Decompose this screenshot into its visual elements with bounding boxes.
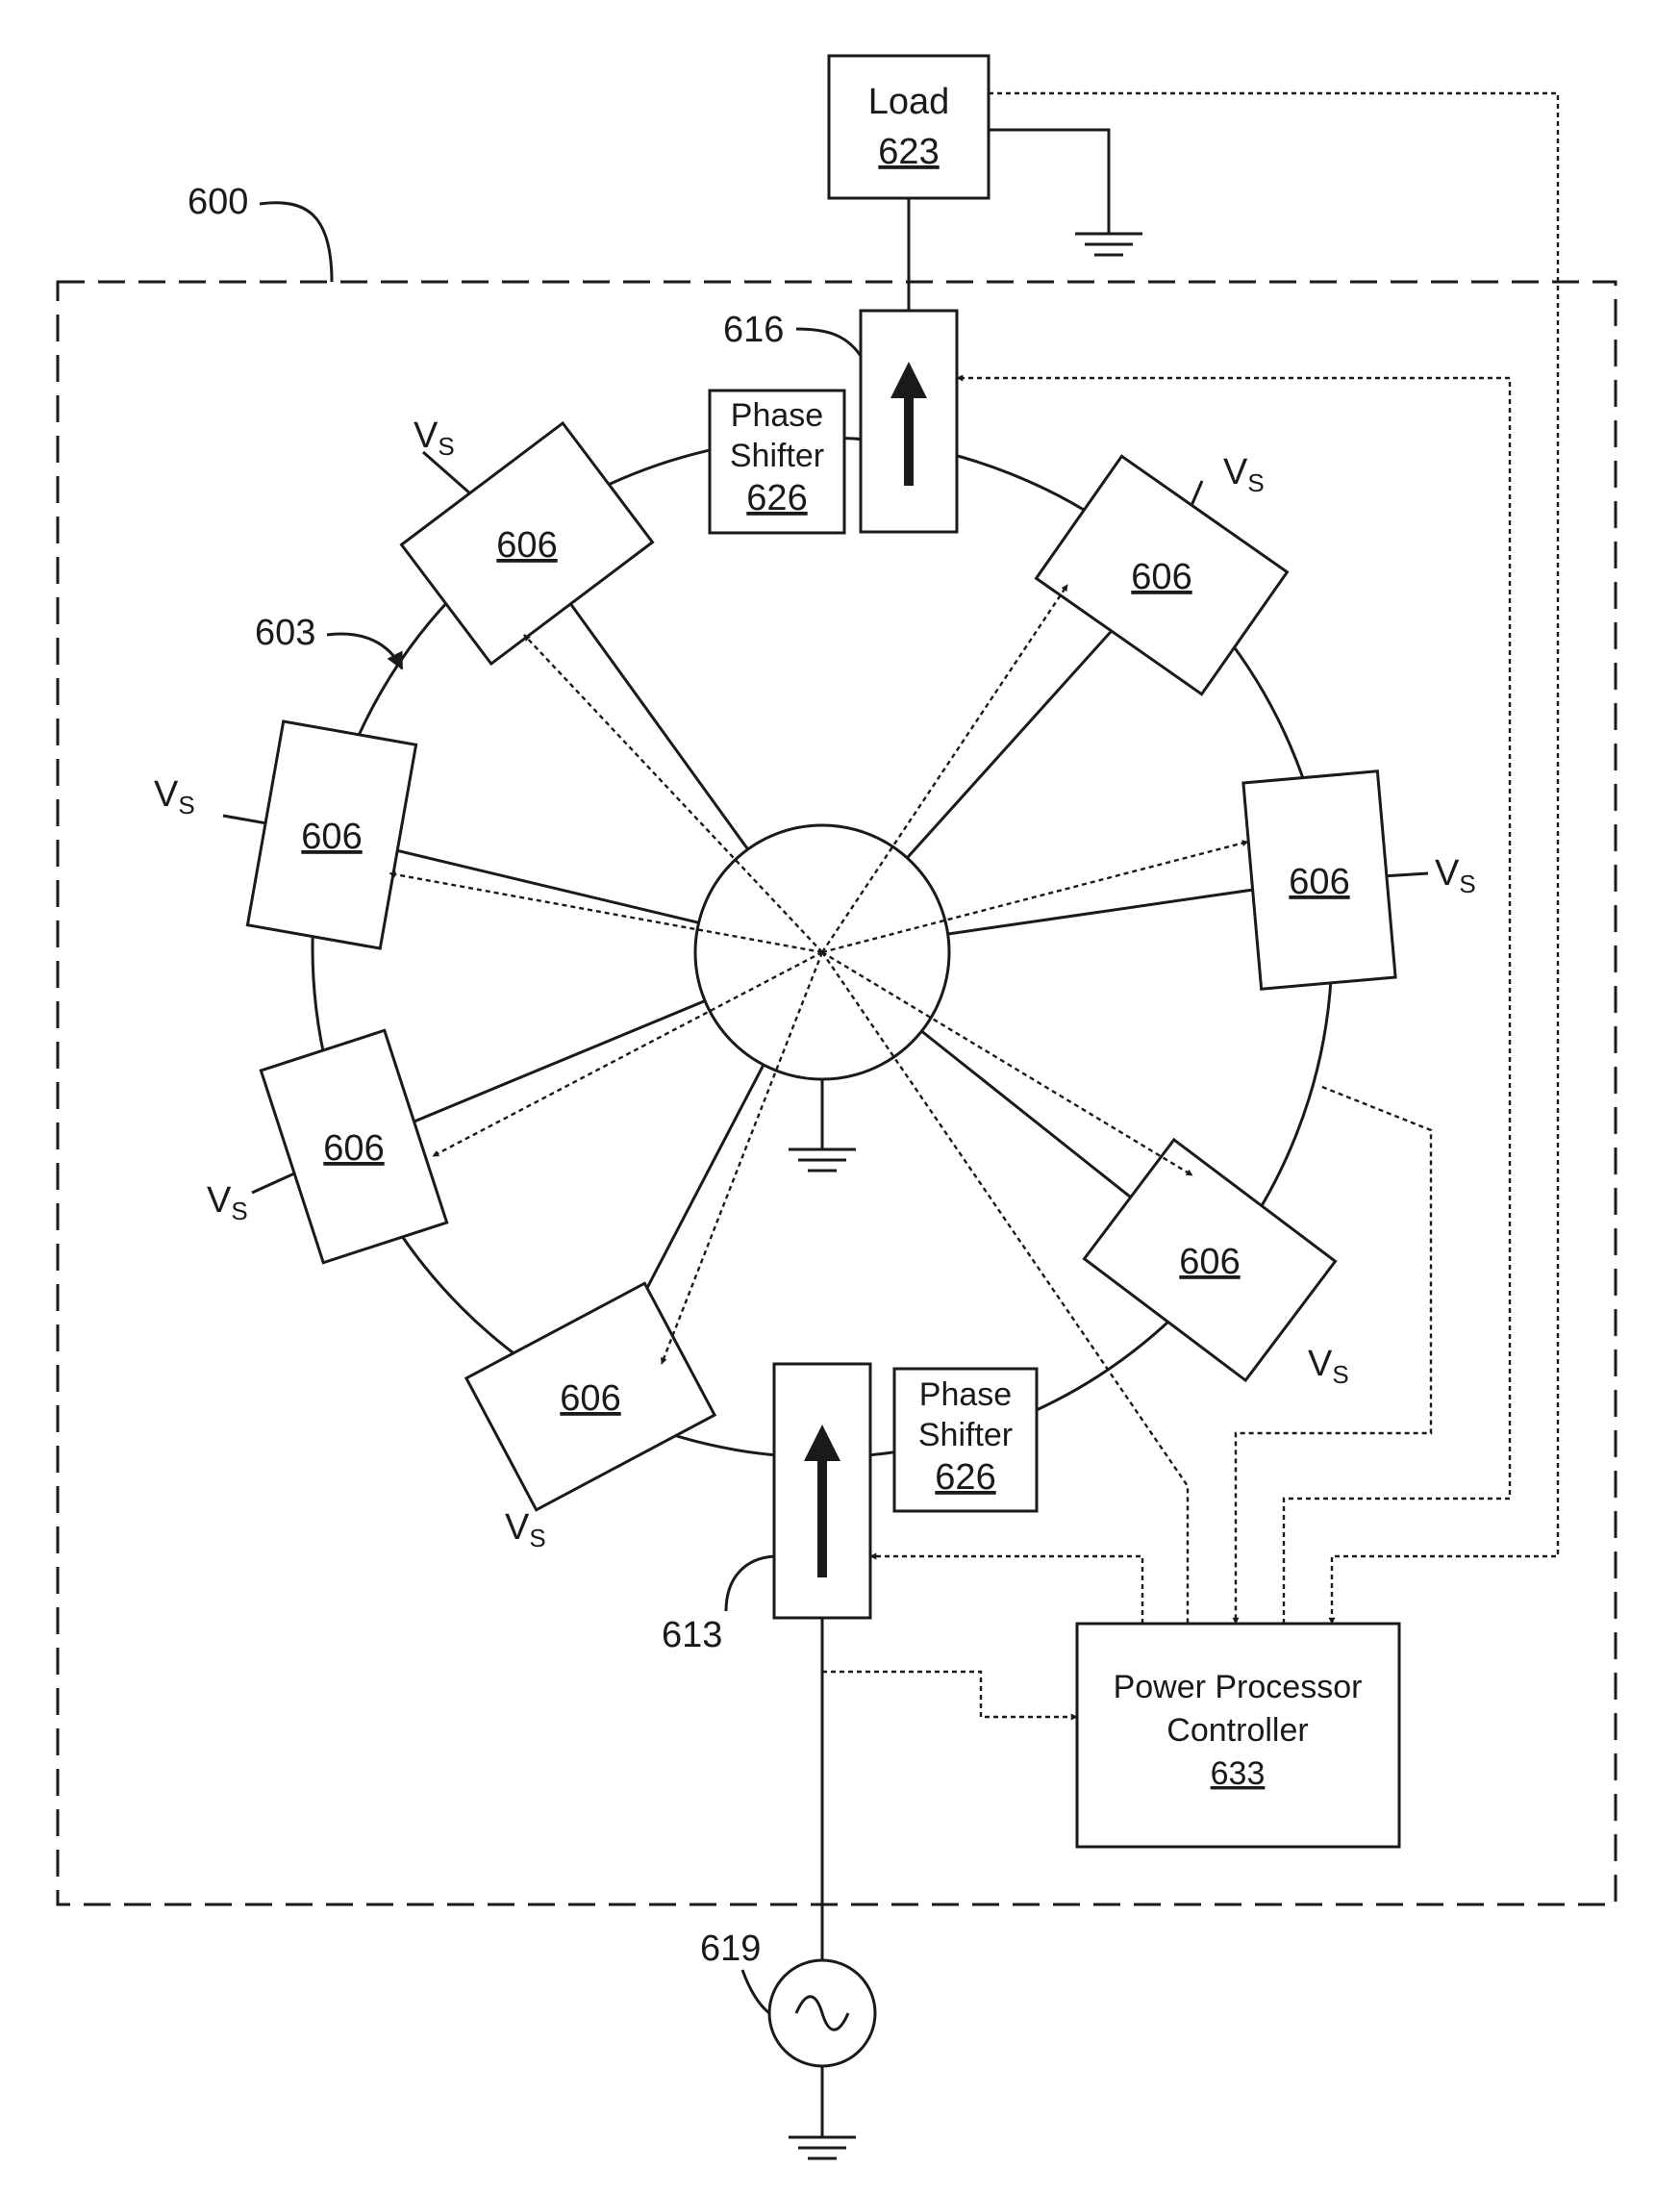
- ring-ref-arrow: [327, 634, 402, 668]
- ring-ref-label: 603: [255, 613, 315, 653]
- input-coupler-ref-label: 613: [662, 1615, 722, 1655]
- device-606-label-3: 606: [301, 817, 362, 857]
- source-ref-label: 619: [700, 1929, 761, 1969]
- ac-source-icon: [769, 1960, 875, 2066]
- power-processor-controller: Power Processor Controller 633: [1077, 1624, 1399, 1847]
- source-ref-leader: [742, 1970, 769, 2013]
- device-606-label-7: 606: [560, 1378, 620, 1419]
- output-coupler-ref-label: 616: [723, 310, 784, 350]
- phase-shifter-bottom-title-2: Shifter: [918, 1417, 1013, 1453]
- supply-label-7: VS: [505, 1507, 546, 1552]
- phase-shifter-bottom-title-1: Phase: [919, 1376, 1012, 1413]
- phase-shifter-top-ref: 626: [746, 478, 807, 518]
- supply-label-1: VS: [414, 416, 455, 461]
- supply-label-5: VS: [207, 1180, 248, 1225]
- supply-label-6: VS: [1308, 1344, 1349, 1389]
- phase-shifter-top-title-1: Phase: [731, 397, 823, 434]
- device-606-label-1: 606: [496, 525, 557, 566]
- supply-label-3: VS: [154, 774, 195, 820]
- supply-label-4: VS: [1435, 853, 1476, 898]
- load-ref: 623: [878, 132, 939, 172]
- phase-shifter-top: Phase Shifter 626: [710, 391, 844, 533]
- device-606-label-6: 606: [1179, 1242, 1240, 1282]
- hub-control-line-1: [524, 635, 822, 952]
- input-coupler: [774, 1364, 870, 1618]
- system-ref-leader: [260, 203, 332, 282]
- output-coupler-ref-leader: [796, 329, 861, 356]
- load-block: Load 623: [829, 56, 989, 198]
- device-606-label-2: 606: [1131, 557, 1191, 597]
- load-ground-wire: [989, 130, 1109, 234]
- source-ground-icon: [789, 2137, 856, 2158]
- controller-ref: 633: [1211, 1755, 1266, 1792]
- output-coupler: [861, 311, 957, 532]
- phase-shifter-bottom-ref: 626: [935, 1457, 995, 1498]
- device-606-label-5: 606: [323, 1128, 384, 1169]
- controller-title-1: Power Processor: [1114, 1669, 1363, 1705]
- supply-label-2: VS: [1223, 452, 1265, 497]
- input-coupler-ref-leader: [726, 1556, 774, 1611]
- phase-shifter-top-title-2: Shifter: [730, 438, 824, 474]
- hub-ground-icon: [789, 1149, 856, 1171]
- load-title: Load: [868, 82, 950, 122]
- system-ref-label: 600: [188, 182, 248, 222]
- device-606-label-4: 606: [1289, 862, 1349, 902]
- load-ground-icon: [1075, 234, 1142, 255]
- controller-title-2: Controller: [1166, 1712, 1308, 1749]
- phase-shifter-bottom: Phase Shifter 626: [894, 1369, 1037, 1511]
